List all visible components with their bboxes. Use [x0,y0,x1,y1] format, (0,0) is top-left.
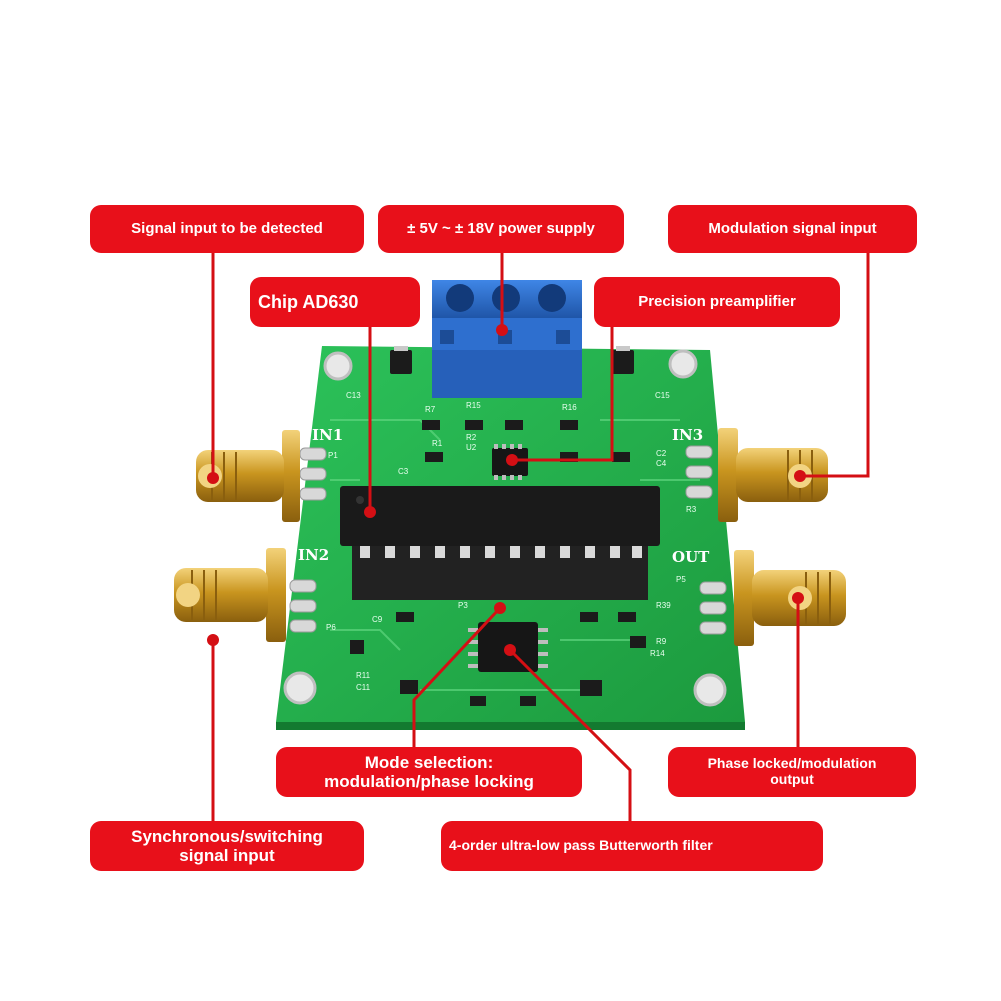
callout-power-supply: ± 5V ~ ± 18V power supply [380,207,622,251]
silkscreen-r1: R1 [432,439,443,448]
callout-phase-locked-line1: Phase locked/modulation [707,755,877,772]
callout-phase-locked-output: Phase locked/modulation output [670,749,914,795]
silkscreen-r15: R15 [466,401,481,410]
silkscreen-c13: C13 [346,391,361,400]
callout-sync-input-line2: signal input [179,846,275,865]
mounting-hole [283,671,317,705]
callout-mode-selection-line1: Mode selection: [364,752,494,772]
screw-terminal [432,280,582,398]
mounting-hole [668,349,698,379]
callout-filter-text: 4-order ultra-low pass Butterworth filte… [449,837,713,854]
callout-sync-input-line1: Synchronous/switching [131,826,323,846]
silkscreen-c15: C15 [655,391,670,400]
silkscreen-r3: R3 [686,505,697,514]
sma-connector-out [734,550,846,646]
silkscreen-c9: C9 [372,615,383,624]
sma-connector-in2 [174,548,286,642]
silkscreen-r14: R14 [650,649,665,658]
silkscreen-r16: R16 [562,403,577,412]
silkscreen-r2: R2 [466,433,477,442]
silkscreen-r39: R39 [656,601,671,610]
pcb-board [276,280,745,730]
silkscreen-p1: P1 [328,451,338,460]
callout-sync-input: Synchronous/switching signal input [92,823,362,869]
callout-chip-text: Chip AD630 [258,291,359,312]
callout-modulation-input: Modulation signal input [670,207,915,251]
callout-filter: 4-order ultra-low pass Butterworth filte… [443,823,821,869]
callout-modulation-input-text: Modulation signal input [708,219,877,237]
silkscreen-c11: C11 [356,683,371,692]
callout-leader-lines [211,251,870,823]
sma-connector-in3 [718,428,828,522]
callout-phase-locked-line2: output [770,771,814,787]
port-label-in1: IN1 [312,426,343,444]
silkscreen-r9: R9 [656,637,667,646]
callout-preamplifier: Precision preamplifier [596,279,838,325]
callout-signal-input-text: Signal input to be detected [131,219,323,237]
mounting-hole [323,351,353,381]
silkscreen-p6: P6 [326,623,336,632]
port-label-in3: IN3 [672,426,703,444]
callout-chip: Chip AD630 [252,279,418,325]
callout-mode-selection: Mode selection: modulation/phase locking [278,749,580,795]
callout-mode-selection-line2: modulation/phase locking [324,772,534,791]
silkscreen-p5: P5 [676,575,686,584]
silkscreen-c3: C3 [398,467,409,476]
silkscreen-u2: U2 [466,443,477,452]
mounting-hole [693,673,727,707]
port-label-out: OUT [672,548,710,566]
callout-preamplifier-text: Precision preamplifier [638,292,796,310]
silkscreen-p3: P3 [458,601,468,610]
sma-connector-in1 [196,430,300,522]
port-label-in2: IN2 [298,546,329,564]
ad630-dip-chip [340,486,660,600]
silkscreen-c2: C2 [656,449,667,458]
silkscreen-r11: R11 [356,671,371,680]
callout-signal-input: Signal input to be detected [92,207,362,251]
silkscreen-c4: C4 [656,459,667,468]
callout-power-supply-text: ± 5V ~ ± 18V power supply [407,219,595,237]
silkscreen-r7: R7 [425,405,436,414]
